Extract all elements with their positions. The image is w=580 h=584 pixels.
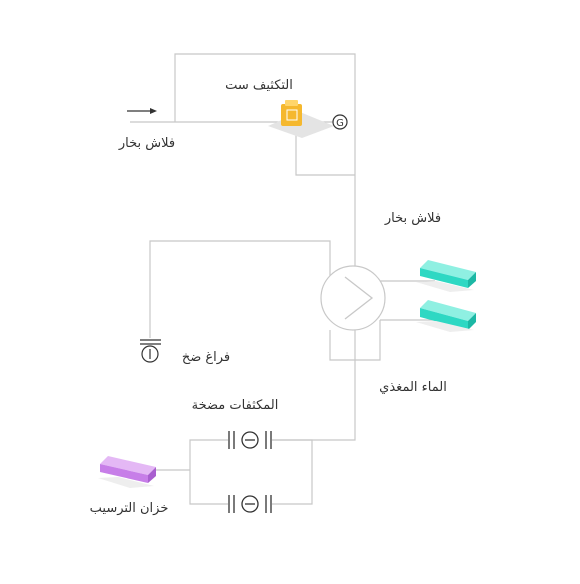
condensate-pump-icon xyxy=(268,100,334,138)
generator-letter: G xyxy=(336,118,344,129)
pump-valve-icon xyxy=(228,495,272,513)
generator-icon: G xyxy=(332,114,348,130)
pipe-top-loop xyxy=(174,53,356,441)
heat-exchanger-icon xyxy=(320,265,386,331)
purple-tank-icon xyxy=(98,456,156,488)
teal-pipe-icon xyxy=(416,300,476,332)
pipe-exchanger-bottom xyxy=(329,320,381,361)
pump-valve-icon xyxy=(228,431,272,449)
label-settling-tank: خزان الترسيب xyxy=(90,501,169,516)
label-flash-steam-left: فلاش بخار xyxy=(118,136,175,151)
label-flash-steam-right: فلاش بخار xyxy=(384,211,441,226)
label-condensate-pumps: المكثفات مضخة xyxy=(192,398,279,413)
flow-arrow-icon xyxy=(127,108,157,114)
label-feed-water: الماء المغذي xyxy=(379,380,447,395)
teal-pipe-icon xyxy=(416,260,476,292)
vacuum-pump-icon xyxy=(140,339,161,363)
label-vacuum-pump: فراغ ضخ xyxy=(182,350,230,365)
pipe-network xyxy=(130,53,435,505)
pipe-pump-return xyxy=(295,128,355,176)
pipe-pump-branch-top xyxy=(189,439,228,505)
pipe-vacuum-line xyxy=(149,240,331,338)
label-condensate-pump: التكثيف ست xyxy=(225,78,293,93)
pipe-pump-branch-right xyxy=(272,439,313,505)
